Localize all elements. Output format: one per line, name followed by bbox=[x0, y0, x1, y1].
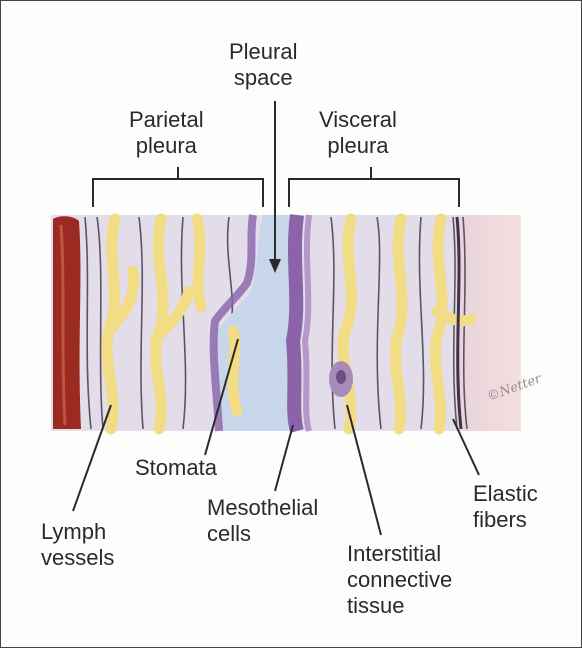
visceral-bracket bbox=[289, 179, 459, 207]
label-line: Elastic bbox=[473, 481, 538, 507]
label-mesothelial-cells: Mesothelial cells bbox=[207, 495, 318, 547]
label-pleural-space: Pleural space bbox=[229, 39, 297, 91]
label-elastic-fibers: Elastic fibers bbox=[473, 481, 538, 533]
mesothelial-cells-leader bbox=[275, 425, 293, 491]
label-line: Pleural bbox=[229, 39, 297, 65]
interstitial-cell-nucleus bbox=[336, 370, 346, 384]
label-line: pleura bbox=[319, 133, 397, 159]
label-line: Parietal bbox=[129, 107, 204, 133]
label-interstitial-connective-tissue: Interstitial connective tissue bbox=[347, 541, 452, 619]
parietal-bracket bbox=[93, 179, 263, 207]
label-line: space bbox=[229, 65, 297, 91]
label-stomata: Stomata bbox=[135, 455, 217, 481]
label-parietal-pleura: Parietal pleura bbox=[129, 107, 204, 159]
label-line: Lymph bbox=[41, 519, 114, 545]
label-line: tissue bbox=[347, 593, 452, 619]
label-line: connective bbox=[347, 567, 452, 593]
label-line: Stomata bbox=[135, 455, 217, 481]
chest-wall-muscle bbox=[53, 216, 81, 429]
label-line: Mesothelial bbox=[207, 495, 318, 521]
label-lymph-vessels: Lymph vessels bbox=[41, 519, 114, 571]
label-line: vessels bbox=[41, 545, 114, 571]
label-visceral-pleura: Visceral pleura bbox=[319, 107, 397, 159]
label-line: Interstitial bbox=[347, 541, 452, 567]
visceral-submesothelium bbox=[305, 215, 309, 431]
label-line: cells bbox=[207, 521, 318, 547]
visceral-mesothelium bbox=[293, 215, 297, 431]
label-line: pleura bbox=[129, 133, 204, 159]
label-line: fibers bbox=[473, 507, 538, 533]
label-line: Visceral bbox=[319, 107, 397, 133]
